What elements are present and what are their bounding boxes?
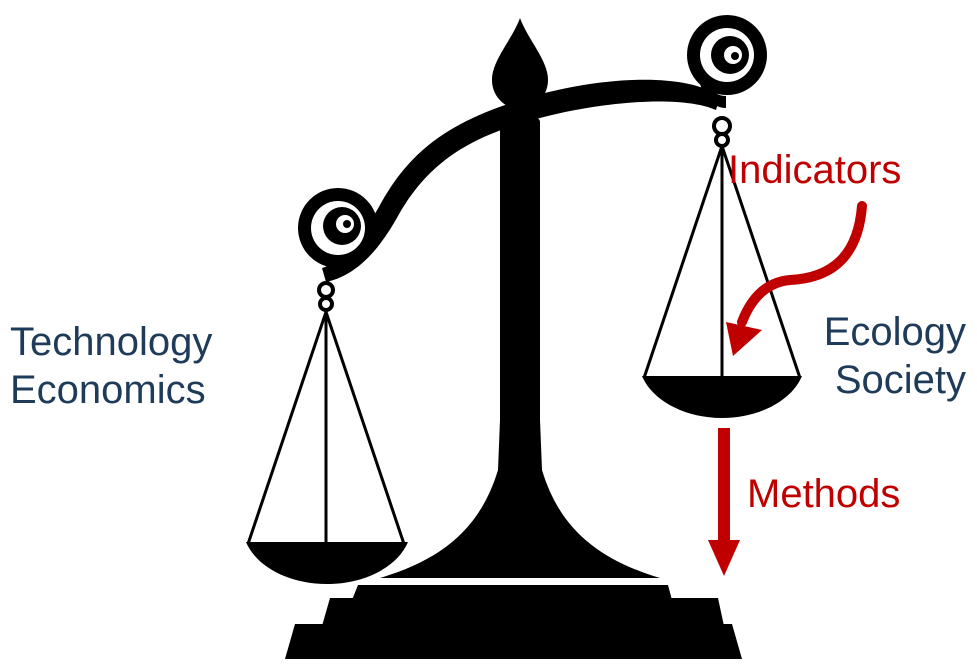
left-pan-label: Technology Economics bbox=[10, 318, 212, 414]
down-arrow-icon bbox=[708, 428, 740, 576]
scale-beam bbox=[322, 79, 720, 282]
right-pan-line-1: Ecology bbox=[823, 310, 966, 354]
scale-base bbox=[285, 420, 742, 659]
methods-label: Methods bbox=[747, 472, 901, 516]
curved-arrow-icon bbox=[726, 201, 867, 356]
scale-finial bbox=[492, 18, 548, 110]
right-pan-label: Ecology Society bbox=[796, 308, 966, 404]
scale-post bbox=[500, 118, 540, 468]
left-pan-line-1: Technology bbox=[10, 320, 213, 364]
left-pan-line-2: Economics bbox=[10, 368, 206, 412]
right-pan bbox=[642, 116, 802, 418]
left-pan bbox=[246, 281, 408, 584]
right-scroll bbox=[687, 15, 767, 108]
indicators-label: Indicators bbox=[728, 148, 902, 192]
right-pan-line-2: Society bbox=[834, 358, 966, 402]
left-scroll bbox=[298, 188, 378, 268]
